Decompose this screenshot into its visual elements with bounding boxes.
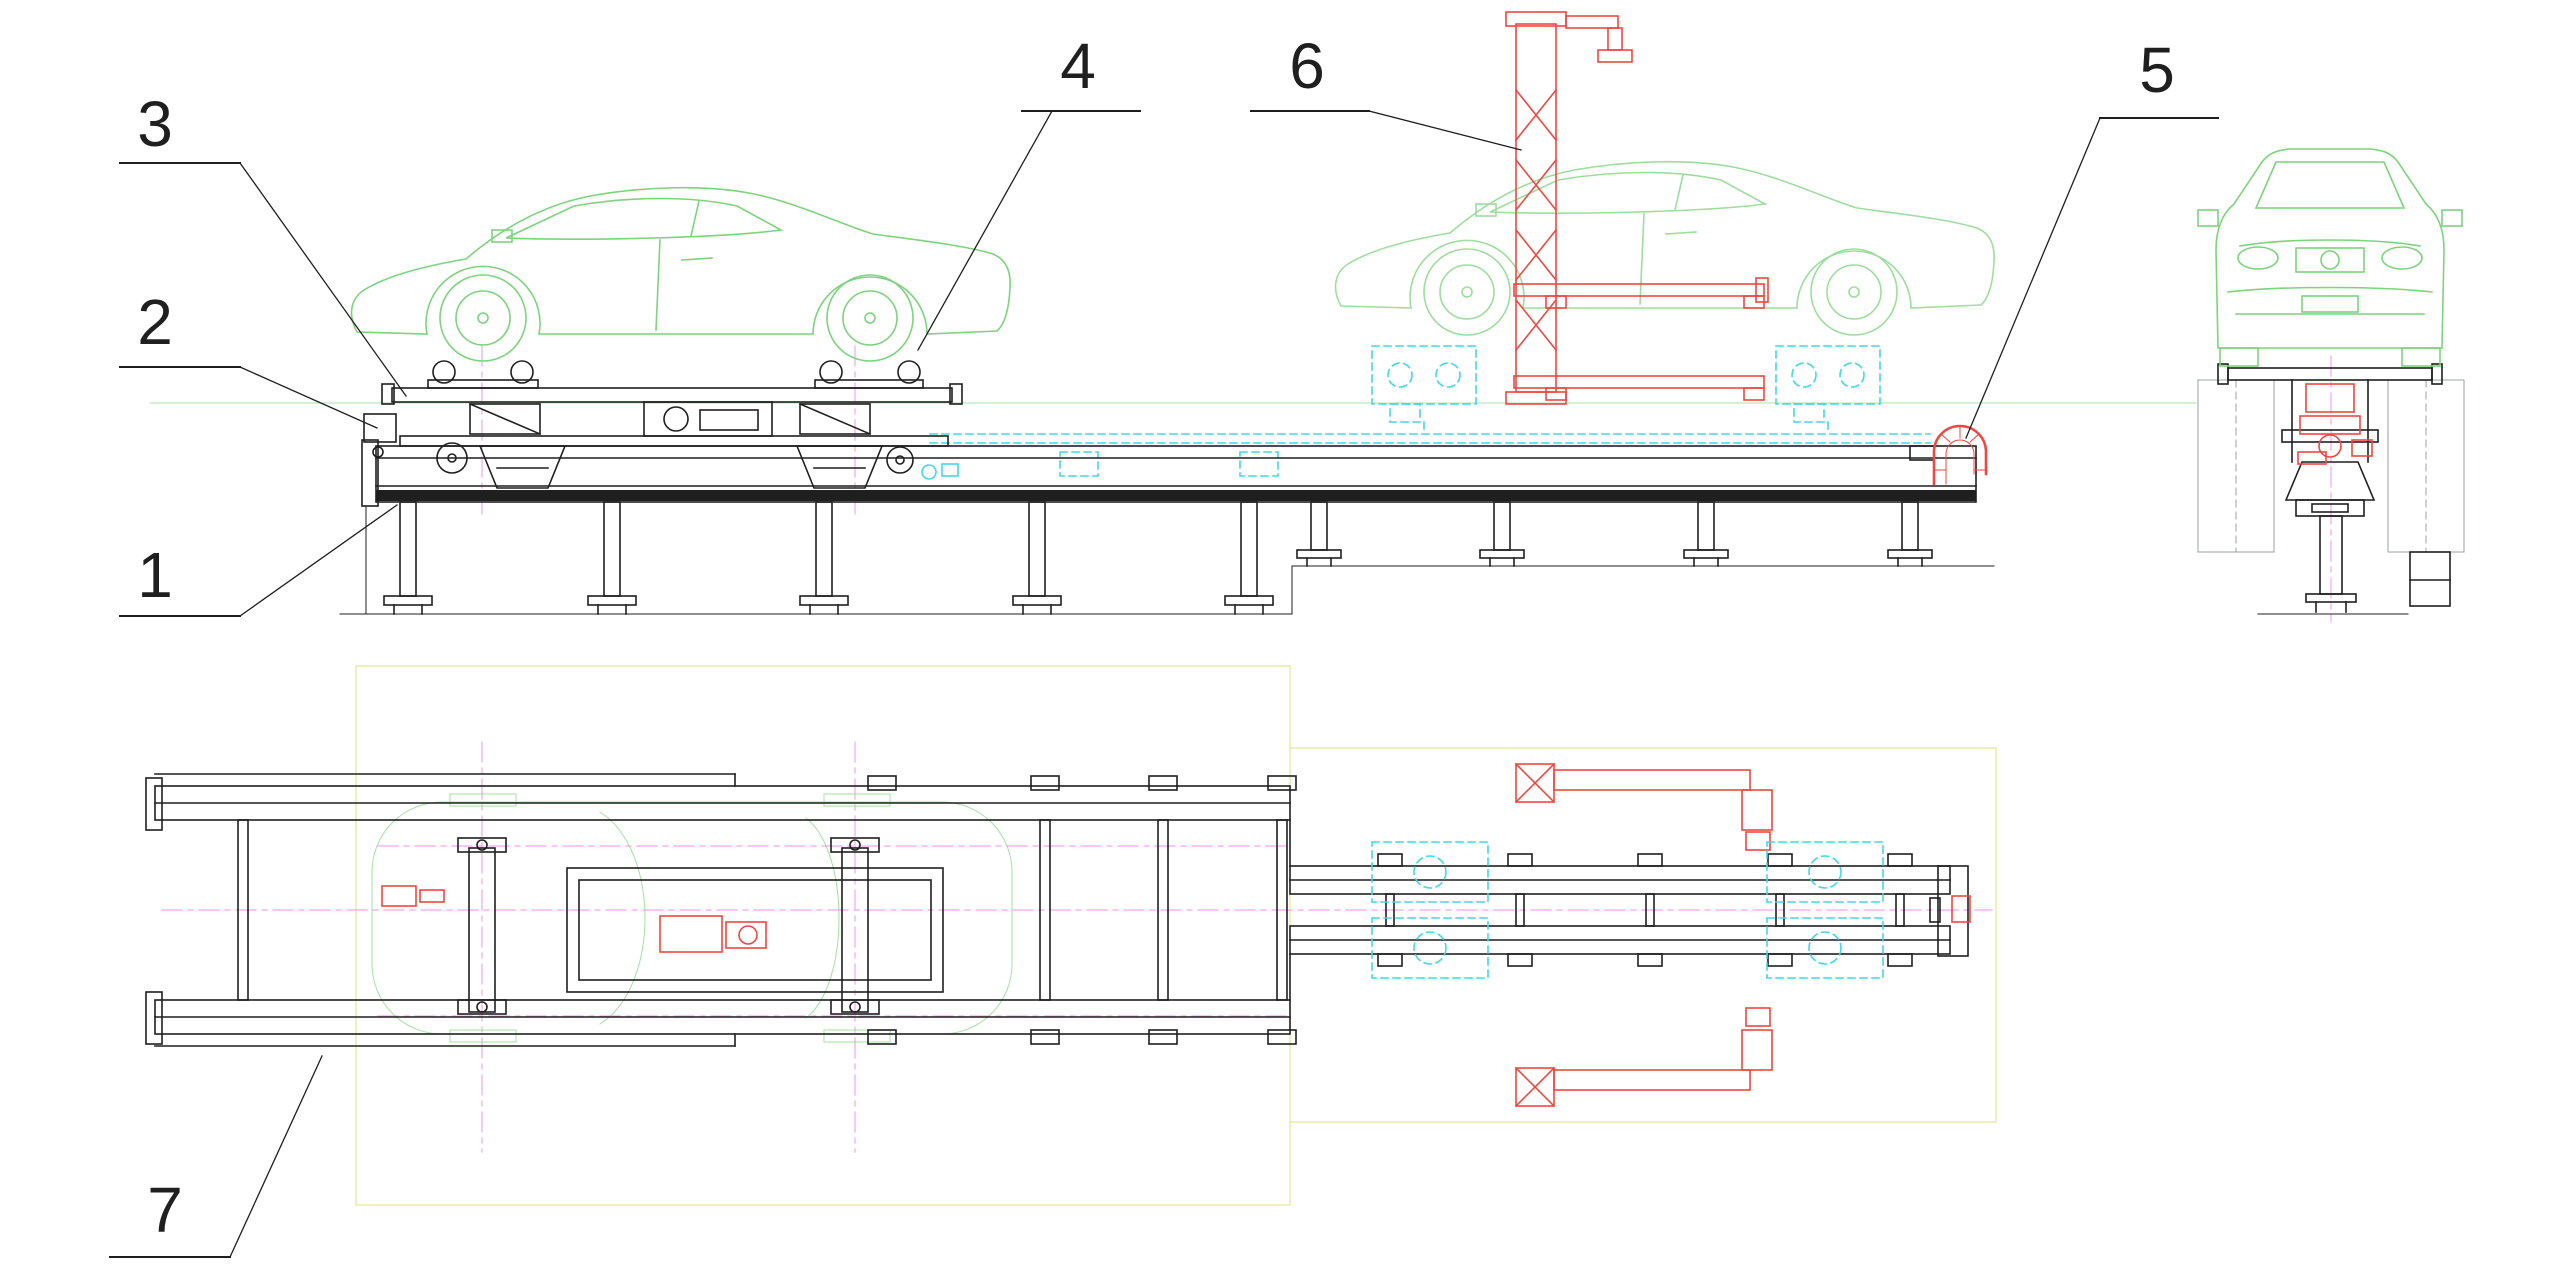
callout-6: 6 — [1250, 30, 1522, 151]
pallet-deck — [381, 383, 963, 405]
side-elevation-view — [339, 11, 1995, 615]
callout-5-label: 5 — [2139, 34, 2175, 106]
wheel-chock-front — [427, 360, 539, 389]
car-on-pallet — [350, 186, 1011, 362]
guide-shoes — [478, 445, 884, 489]
plan-view — [145, 345, 2332, 1206]
plan-rail-endcap-top — [145, 777, 163, 831]
callout-1-label: 1 — [137, 539, 173, 611]
car-on-conveyor — [1334, 160, 1995, 336]
end-pallet-beam — [2227, 367, 2433, 381]
callout-1: 1 — [119, 504, 398, 617]
plan-structure — [145, 773, 1969, 1047]
pit-baselines — [339, 505, 1995, 615]
lift-column — [1505, 11, 1633, 405]
side-red-parts — [1505, 11, 1988, 486]
car-grille — [2295, 247, 2365, 273]
callout-4-label: 4 — [1060, 30, 1096, 102]
callout-3: 3 — [119, 88, 407, 397]
side-structure — [339, 360, 1995, 615]
plan-drive-gearbox — [381, 885, 767, 953]
car-bumper-line — [2227, 286, 2433, 293]
plan-work-zones — [355, 665, 1997, 1206]
plan-energy-chain-connector — [1951, 895, 1971, 923]
car-windshield — [2254, 161, 2406, 209]
car-headlight-right — [2381, 246, 2423, 270]
plan-roller-stations — [867, 775, 1297, 1045]
car-headlight-left — [2237, 246, 2279, 270]
wheel-chock-rear — [814, 360, 924, 389]
callout-7-label: 7 — [147, 1174, 183, 1246]
car-tire-left — [2219, 347, 2259, 367]
end-rail-section — [2295, 499, 2365, 517]
end-elevation-view — [2197, 148, 2465, 615]
car-mirror-right — [2441, 209, 2463, 227]
callout-2-label: 2 — [137, 286, 173, 358]
support-legs-left — [383, 501, 1274, 615]
plan-rail-endcap-bottom — [145, 991, 163, 1045]
plan-pallet-frame — [566, 867, 944, 993]
lift-mechanism — [399, 401, 949, 447]
car-tire-right — [2401, 347, 2441, 367]
end-car-front — [2197, 148, 2463, 367]
lift-arm-upper — [1513, 277, 1769, 309]
plan-zone-left — [355, 665, 1291, 1206]
chain-tensioner-ball — [921, 464, 937, 480]
plan-cross-tie-left — [237, 819, 249, 1001]
car-mirror-left — [2197, 209, 2219, 227]
centerlines — [161, 345, 2332, 1153]
support-legs-right — [1296, 501, 1933, 567]
plan-hidden-tire-positions — [1371, 841, 1884, 979]
car-front-outline — [2215, 148, 2445, 349]
plan-lift-arm-top — [1553, 769, 1773, 851]
plan-lift-arm-bottom — [1553, 1007, 1773, 1091]
car-badge — [2320, 250, 2340, 270]
side-hidden-conveyor — [929, 345, 1931, 477]
plan-wheel-chock-left — [457, 837, 507, 1015]
callouts: 1 2 3 4 5 6 7 — [109, 30, 2219, 1258]
end-red-parts — [2297, 383, 2373, 465]
plan-lift-column-base — [1514, 762, 1556, 1108]
drive-pulleys — [363, 413, 914, 474]
plan-car-outline — [371, 793, 1013, 1043]
side-cyan-details — [921, 463, 959, 480]
callout-2: 2 — [119, 286, 378, 429]
callout-3-label: 3 — [137, 88, 173, 160]
callout-6-label: 6 — [1289, 30, 1325, 102]
car-license-plate — [2301, 295, 2359, 313]
plan-right-end-bracket — [1937, 865, 1969, 957]
plan-red-parts — [381, 762, 1971, 1108]
plan-right-roller-stations — [1377, 853, 1913, 967]
end-guide-shoe — [2284, 461, 2376, 501]
plan-wheel-chock-right — [830, 837, 880, 1015]
car-hood-line — [2239, 239, 2421, 247]
callout-7: 7 — [109, 1055, 323, 1258]
main-rail-beam — [361, 439, 1977, 507]
side-cars — [350, 160, 1995, 362]
energy-chain — [1932, 424, 1988, 486]
callout-4: 4 — [917, 30, 1141, 351]
plan-zone-right — [1289, 747, 1997, 1123]
callout-5: 5 — [1965, 34, 2219, 439]
end-structure — [2217, 363, 2451, 615]
lift-arm-lower — [1513, 375, 1765, 401]
